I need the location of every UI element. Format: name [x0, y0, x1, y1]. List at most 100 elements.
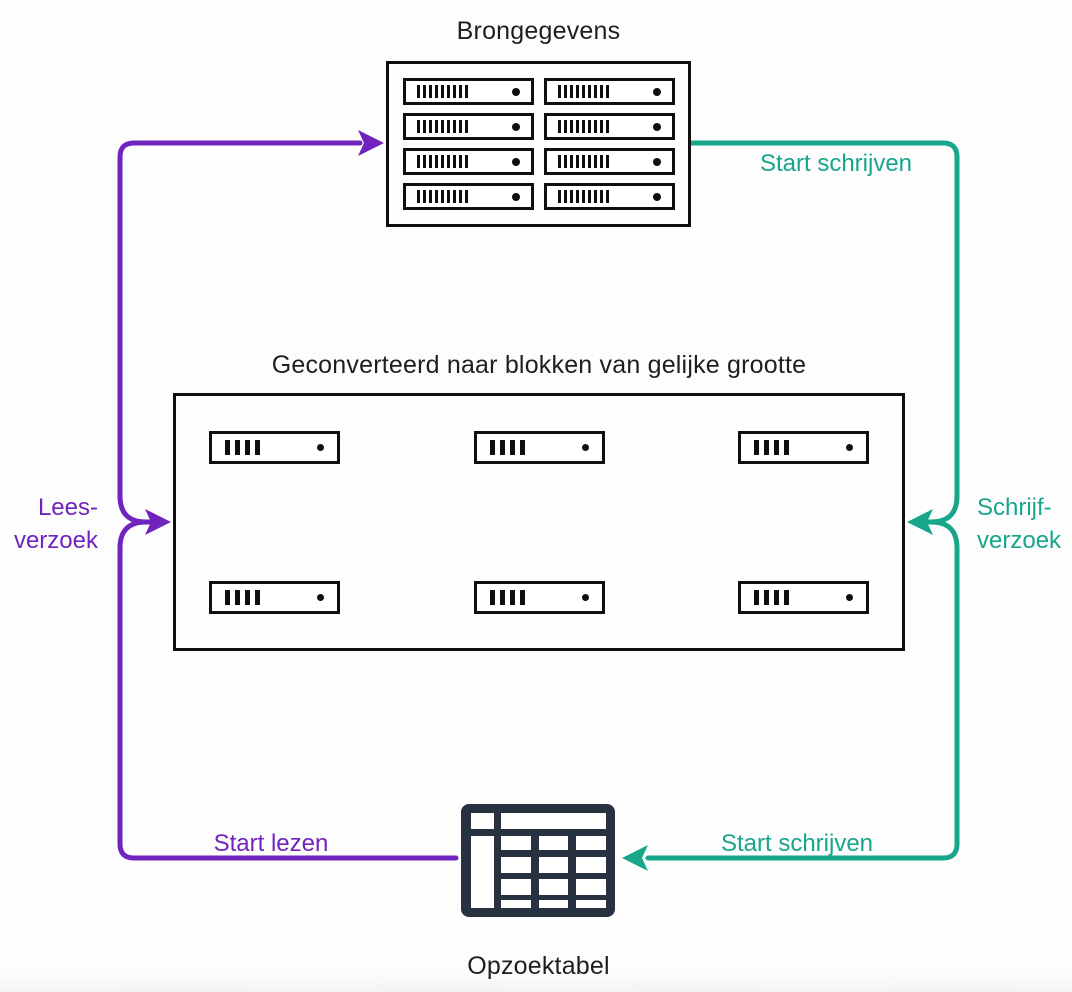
start-write-bottom-label: Start schrijven	[720, 830, 874, 857]
bar	[422, 155, 426, 168]
bar	[255, 590, 260, 605]
bar	[416, 120, 420, 133]
bar	[446, 85, 450, 98]
bar	[464, 190, 468, 203]
bar	[509, 440, 515, 455]
bar	[489, 440, 495, 455]
bar	[452, 155, 456, 168]
led-dot	[652, 122, 661, 131]
led-dot	[581, 444, 589, 451]
bar	[599, 190, 603, 203]
drive-slot-bars	[557, 120, 609, 133]
bar	[605, 190, 609, 203]
bar	[764, 440, 769, 455]
bar	[563, 190, 567, 203]
bar	[499, 590, 505, 605]
bar	[428, 85, 432, 98]
drive-slot-bars	[489, 440, 525, 455]
drive-slot-bars	[557, 85, 609, 98]
bar	[599, 85, 603, 98]
bar	[569, 85, 573, 98]
bar	[575, 190, 579, 203]
bar	[575, 120, 579, 133]
bar	[225, 590, 230, 605]
drive-slot-bars	[754, 440, 789, 455]
bar	[593, 190, 597, 203]
led-dot	[846, 594, 853, 601]
bar	[581, 190, 585, 203]
led-dot	[846, 444, 853, 451]
drive-slot-bars	[416, 190, 468, 203]
bar	[587, 85, 591, 98]
led-dot	[511, 122, 520, 131]
bar	[434, 155, 438, 168]
server-unit-icon	[402, 113, 534, 140]
bar	[452, 120, 456, 133]
bar	[446, 190, 450, 203]
bar	[422, 190, 426, 203]
bar	[754, 590, 759, 605]
drive-slot-bars	[416, 85, 468, 98]
drive-slot-bars	[489, 590, 525, 605]
write-request-line1: Schrijf-	[977, 494, 1052, 521]
write-request-label: Schrijf- verzoek	[977, 491, 1072, 557]
bar	[452, 190, 456, 203]
led-dot	[511, 192, 520, 201]
bar	[569, 120, 573, 133]
bar	[464, 155, 468, 168]
bar	[464, 85, 468, 98]
blocks-box	[173, 393, 905, 651]
bar	[581, 120, 585, 133]
bar	[440, 155, 444, 168]
bar	[464, 120, 468, 133]
bar	[440, 190, 444, 203]
bar	[499, 440, 505, 455]
led-dot	[581, 594, 589, 601]
bar	[587, 120, 591, 133]
server-unit-icon	[543, 183, 675, 210]
bar	[563, 155, 567, 168]
write-request-line2: verzoek	[977, 527, 1062, 554]
bar	[774, 440, 779, 455]
start-read-label: Start lezen	[213, 830, 329, 857]
bar	[764, 590, 769, 605]
bar	[587, 155, 591, 168]
bar	[754, 440, 759, 455]
bar	[593, 85, 597, 98]
write-flow-fork-curve	[928, 519, 960, 551]
drive-slot-bars	[416, 155, 468, 168]
bar	[416, 85, 420, 98]
server-unit-icon	[543, 78, 675, 105]
source-server-grid	[389, 64, 688, 224]
bar	[605, 120, 609, 133]
bar	[519, 590, 525, 605]
server-unit-icon	[402, 78, 534, 105]
write-arrowhead-table	[622, 845, 648, 871]
bar	[446, 120, 450, 133]
bar	[575, 85, 579, 98]
drive-slot-bars	[416, 120, 468, 133]
bar	[557, 155, 561, 168]
drive-slot-bars	[225, 440, 260, 455]
bar	[235, 440, 240, 455]
bar	[519, 440, 525, 455]
bar	[235, 590, 240, 605]
block-unit-icon	[473, 431, 605, 464]
bar	[575, 155, 579, 168]
bar	[245, 590, 250, 605]
bar	[434, 120, 438, 133]
led-dot	[511, 87, 520, 96]
led-dot	[511, 157, 520, 166]
lookup-table-title: Opzoektabel	[467, 952, 610, 980]
led-dot	[652, 157, 661, 166]
bar	[784, 440, 789, 455]
server-unit-icon	[543, 113, 675, 140]
bar	[605, 155, 609, 168]
block-unit-icon	[738, 581, 869, 614]
read-request-line1: Lees-	[37, 494, 98, 521]
bar	[422, 85, 426, 98]
bar	[440, 120, 444, 133]
source-data-box	[386, 61, 691, 227]
bar	[563, 120, 567, 133]
read-arrowhead-source	[358, 130, 384, 156]
